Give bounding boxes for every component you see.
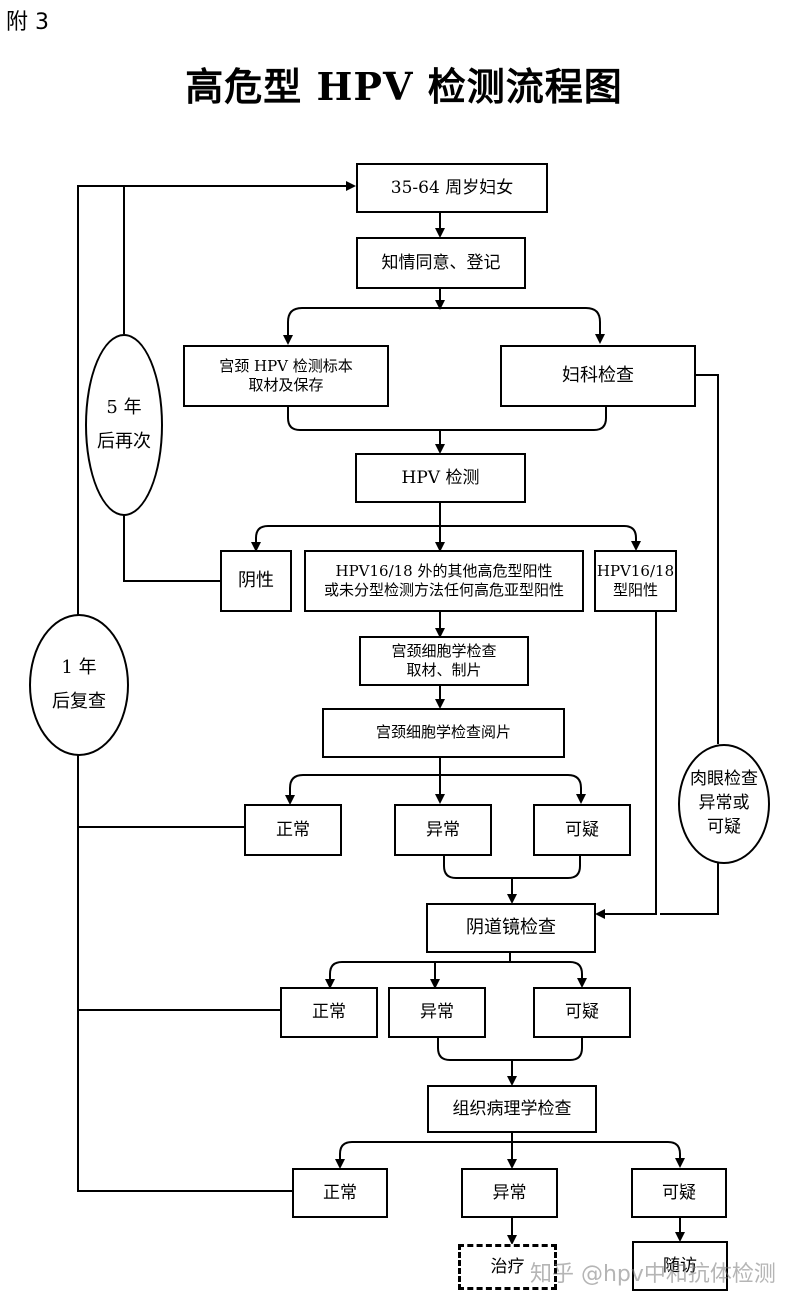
naked-eye-line1: 肉眼检查: [690, 769, 758, 790]
node-suspicious-1: 可疑: [533, 804, 631, 856]
split-consent: [287, 307, 605, 344]
node-sampling-line2: 取材及保存: [248, 376, 324, 394]
loop-one-year-ellipse: 1 年 后复查: [29, 614, 129, 756]
line-gyn-nakedeye: [695, 374, 719, 744]
naked-eye-line2: 异常或: [698, 793, 750, 814]
line-nakedeye-colpo: [660, 862, 719, 915]
node-abnormal-2: 异常: [388, 987, 486, 1038]
merge-to-histo: [437, 1037, 583, 1061]
five-year-line1: 5 年: [106, 396, 142, 418]
page-title: 高危型 HPV 检测流程图: [185, 64, 623, 109]
node-cytology-reading: 宫颈细胞学检查阅片: [322, 708, 565, 758]
naked-eye-line3: 可疑: [707, 816, 741, 837]
watermark: 知乎 @hpv中和抗体检测: [530, 1262, 776, 1287]
split-hpv: [255, 525, 641, 551]
node-histopathology: 组织病理学检查: [427, 1085, 597, 1133]
node-women: 35-64 周岁妇女: [356, 163, 548, 213]
node-consent: 知情同意、登记: [356, 237, 526, 289]
node-abnormal-1: 异常: [394, 804, 492, 856]
node-colposcopy: 阴道镜检查: [426, 903, 596, 953]
merge-to-hpv: [287, 407, 607, 431]
node-hpv-test: HPV 检测: [355, 453, 526, 503]
node-other-positive-line2: 或未分型检测方法任何高危亚型阳性: [323, 581, 564, 599]
split-colpo: [329, 961, 587, 988]
node-followup: 随访: [632, 1241, 728, 1291]
loop-five-year: [123, 515, 220, 582]
node-gyn-exam: 妇科检查: [500, 345, 696, 407]
node-cytology-line2: 取材、制片: [406, 661, 482, 679]
node-suspicious-3: 可疑: [631, 1168, 727, 1218]
node-cytology-line1: 宫颈细胞学检查: [391, 641, 497, 660]
five-year-line2: 后再次: [97, 431, 151, 452]
node-hpv1618-line2: 型阳性: [612, 581, 658, 599]
node-other-positive: HPV16/18 外的其他高危型阳性 或未分型检测方法任何高危亚型阳性: [304, 550, 584, 612]
node-hpv1618-positive: HPV16/18 型阳性: [594, 550, 677, 612]
one-year-line2: 后复查: [52, 691, 106, 712]
naked-eye-ellipse: 肉眼检查 异常或 可疑: [678, 744, 770, 864]
node-suspicious-2: 可疑: [533, 987, 631, 1038]
node-hpv1618-line1: HPV16/18: [596, 561, 675, 580]
split-histo: [339, 1141, 685, 1168]
line-hpv1618-colpo: [595, 612, 657, 919]
node-negative: 阴性: [220, 550, 292, 612]
node-sampling-line1: 宫颈 HPV 检测标本: [219, 356, 353, 375]
node-normal-1: 正常: [244, 804, 342, 856]
node-normal-3: 正常: [292, 1168, 388, 1218]
node-abnormal-3: 异常: [461, 1168, 558, 1218]
node-treatment: 治疗: [458, 1244, 557, 1290]
split-cyto: [289, 774, 586, 804]
node-other-positive-line1: HPV16/18 外的其他高危型阳性: [335, 561, 553, 580]
node-normal-2: 正常: [280, 987, 378, 1038]
one-year-line1: 1 年: [61, 656, 97, 678]
loop-five-year-ellipse: 5 年 后再次: [85, 334, 163, 516]
merge-to-colpo: [443, 855, 581, 879]
appendix-label: 附 3: [6, 10, 49, 35]
node-cytology: 宫颈细胞学检查 取材、制片: [359, 636, 529, 686]
node-sampling: 宫颈 HPV 检测标本 取材及保存: [183, 345, 389, 407]
